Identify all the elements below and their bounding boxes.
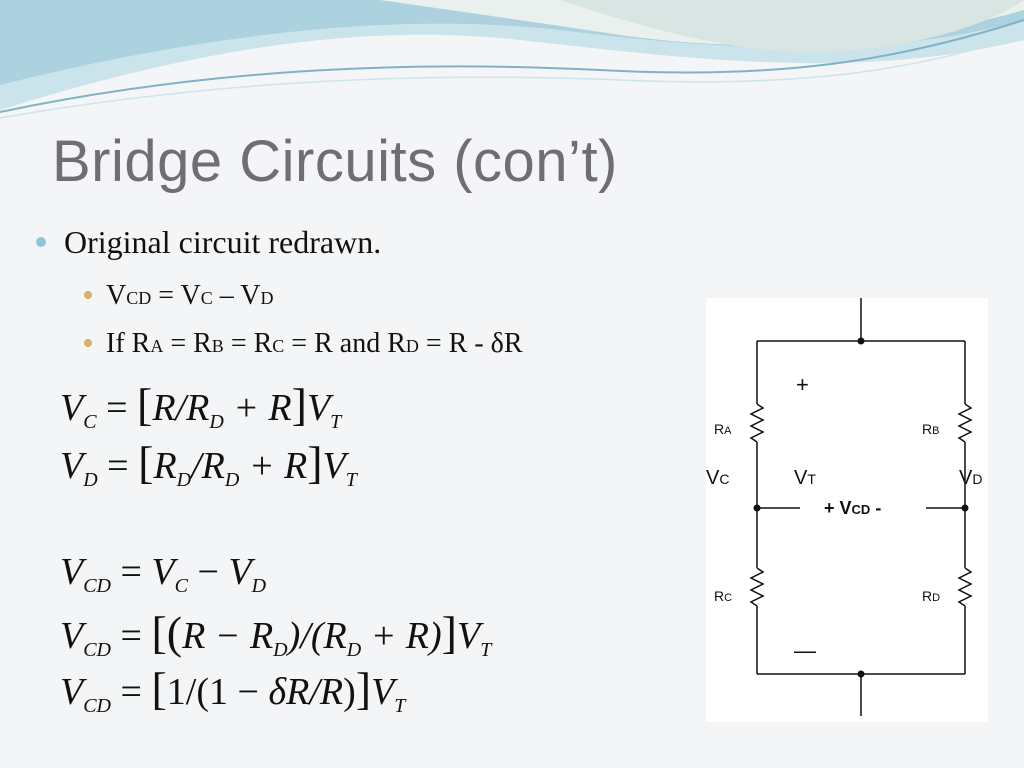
- source-plus-label: +: [796, 372, 809, 397]
- bullet-original-circuit: Original circuit redrawn.: [36, 224, 381, 261]
- label-vd: VD: [959, 467, 982, 489]
- label-rb: RB: [922, 421, 939, 437]
- sub-bullet-vcd: VCD = VC – VD: [84, 280, 274, 312]
- slide-title: Bridge Circuits (con’t): [52, 129, 618, 194]
- label-ra: RA: [714, 421, 732, 437]
- node-bottom-icon: [857, 670, 865, 678]
- node-d-icon: [961, 504, 969, 512]
- bridge-circuit-schematic: + — RA RB RC RD VC VT VD + VCD -: [706, 298, 982, 716]
- circuit-nodes: [753, 337, 969, 678]
- sub-bullet-dot-icon: [84, 290, 92, 299]
- equation-vcd-delta: VCD = [1/(1 − δR/R)]VT: [60, 663, 406, 717]
- node-c-icon: [753, 504, 761, 512]
- equation-vd: VD = [RD/RD + R]VT: [60, 437, 357, 491]
- label-rd: RD: [922, 588, 940, 604]
- resistor-rd-icon: [957, 567, 973, 607]
- node-top-icon: [857, 337, 865, 345]
- resistor-rc-icon: [749, 567, 765, 607]
- source-minus-label: —: [794, 638, 816, 663]
- sub-bullet-dot-icon: [84, 338, 92, 347]
- resistor-ra-icon: [749, 403, 765, 443]
- bullet-dot-icon: [36, 236, 46, 247]
- equation-vcd-difference: VCD = VC − VD: [60, 551, 267, 597]
- header-wave-decoration: [0, 0, 1024, 119]
- bridge-circuit-diagram: + — RA RB RC RD VC VT VD + VCD -: [706, 298, 988, 722]
- label-vc: VC: [706, 467, 729, 489]
- label-rc: RC: [714, 588, 732, 604]
- sub-bullet-resistor-condition: If RA = RB = RC = R and RD = R - δR: [84, 328, 523, 360]
- resistor-rb-icon: [957, 403, 973, 443]
- equation-vcd-expanded: VCD = [(R − RD)/(RD + R)]VT: [60, 607, 492, 661]
- label-vcd: + VCD -: [824, 498, 881, 518]
- label-vt: VT: [794, 467, 816, 489]
- equation-vc: VC = [R/RD + R]VT: [60, 379, 342, 433]
